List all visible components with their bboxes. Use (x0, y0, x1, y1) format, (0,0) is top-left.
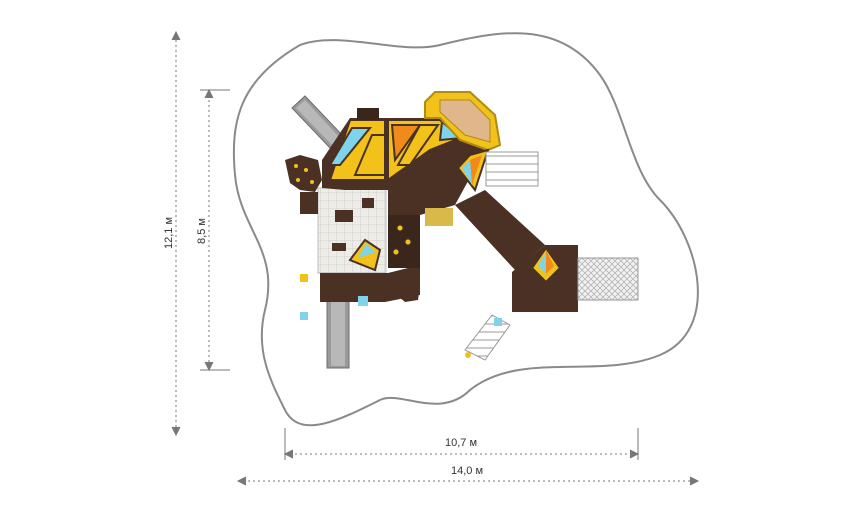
label-overall-height: 12,1 м (163, 217, 175, 249)
deck-middle (320, 265, 420, 302)
ladder-top-right (485, 151, 539, 187)
ladder-bottom (464, 314, 511, 361)
label-platform-width: 10,7 м (445, 437, 477, 449)
arrow-right-icon (629, 449, 640, 459)
dim-line-platform-height (200, 88, 230, 372)
arrow-right-icon (689, 476, 700, 486)
stained-glass-roof (328, 119, 465, 182)
mesh-tunnel (577, 257, 639, 301)
dim-line-platform-width (283, 428, 640, 460)
bridge-deck (455, 190, 545, 270)
arrow-down-icon (171, 426, 181, 437)
dim-line-overall-height (171, 30, 181, 437)
kite-panel-right (530, 246, 562, 284)
label-overall-width: 14,0 м (451, 465, 483, 477)
arrow-left-icon (236, 476, 247, 486)
arrow-down-icon (204, 361, 214, 372)
kite-panel-top (456, 148, 490, 193)
arrow-up-icon (204, 88, 214, 99)
arrow-left-icon (283, 449, 294, 459)
safety-zone-outline (232, 32, 699, 427)
deck-center (388, 215, 420, 268)
label-platform-height: 8,5 м (196, 218, 208, 244)
climbing-panel-left (285, 155, 322, 192)
arrow-up-icon (171, 30, 181, 41)
dim-line-overall-width (236, 476, 700, 486)
slide-bottom (326, 299, 350, 369)
kite-panel-center (348, 238, 382, 272)
